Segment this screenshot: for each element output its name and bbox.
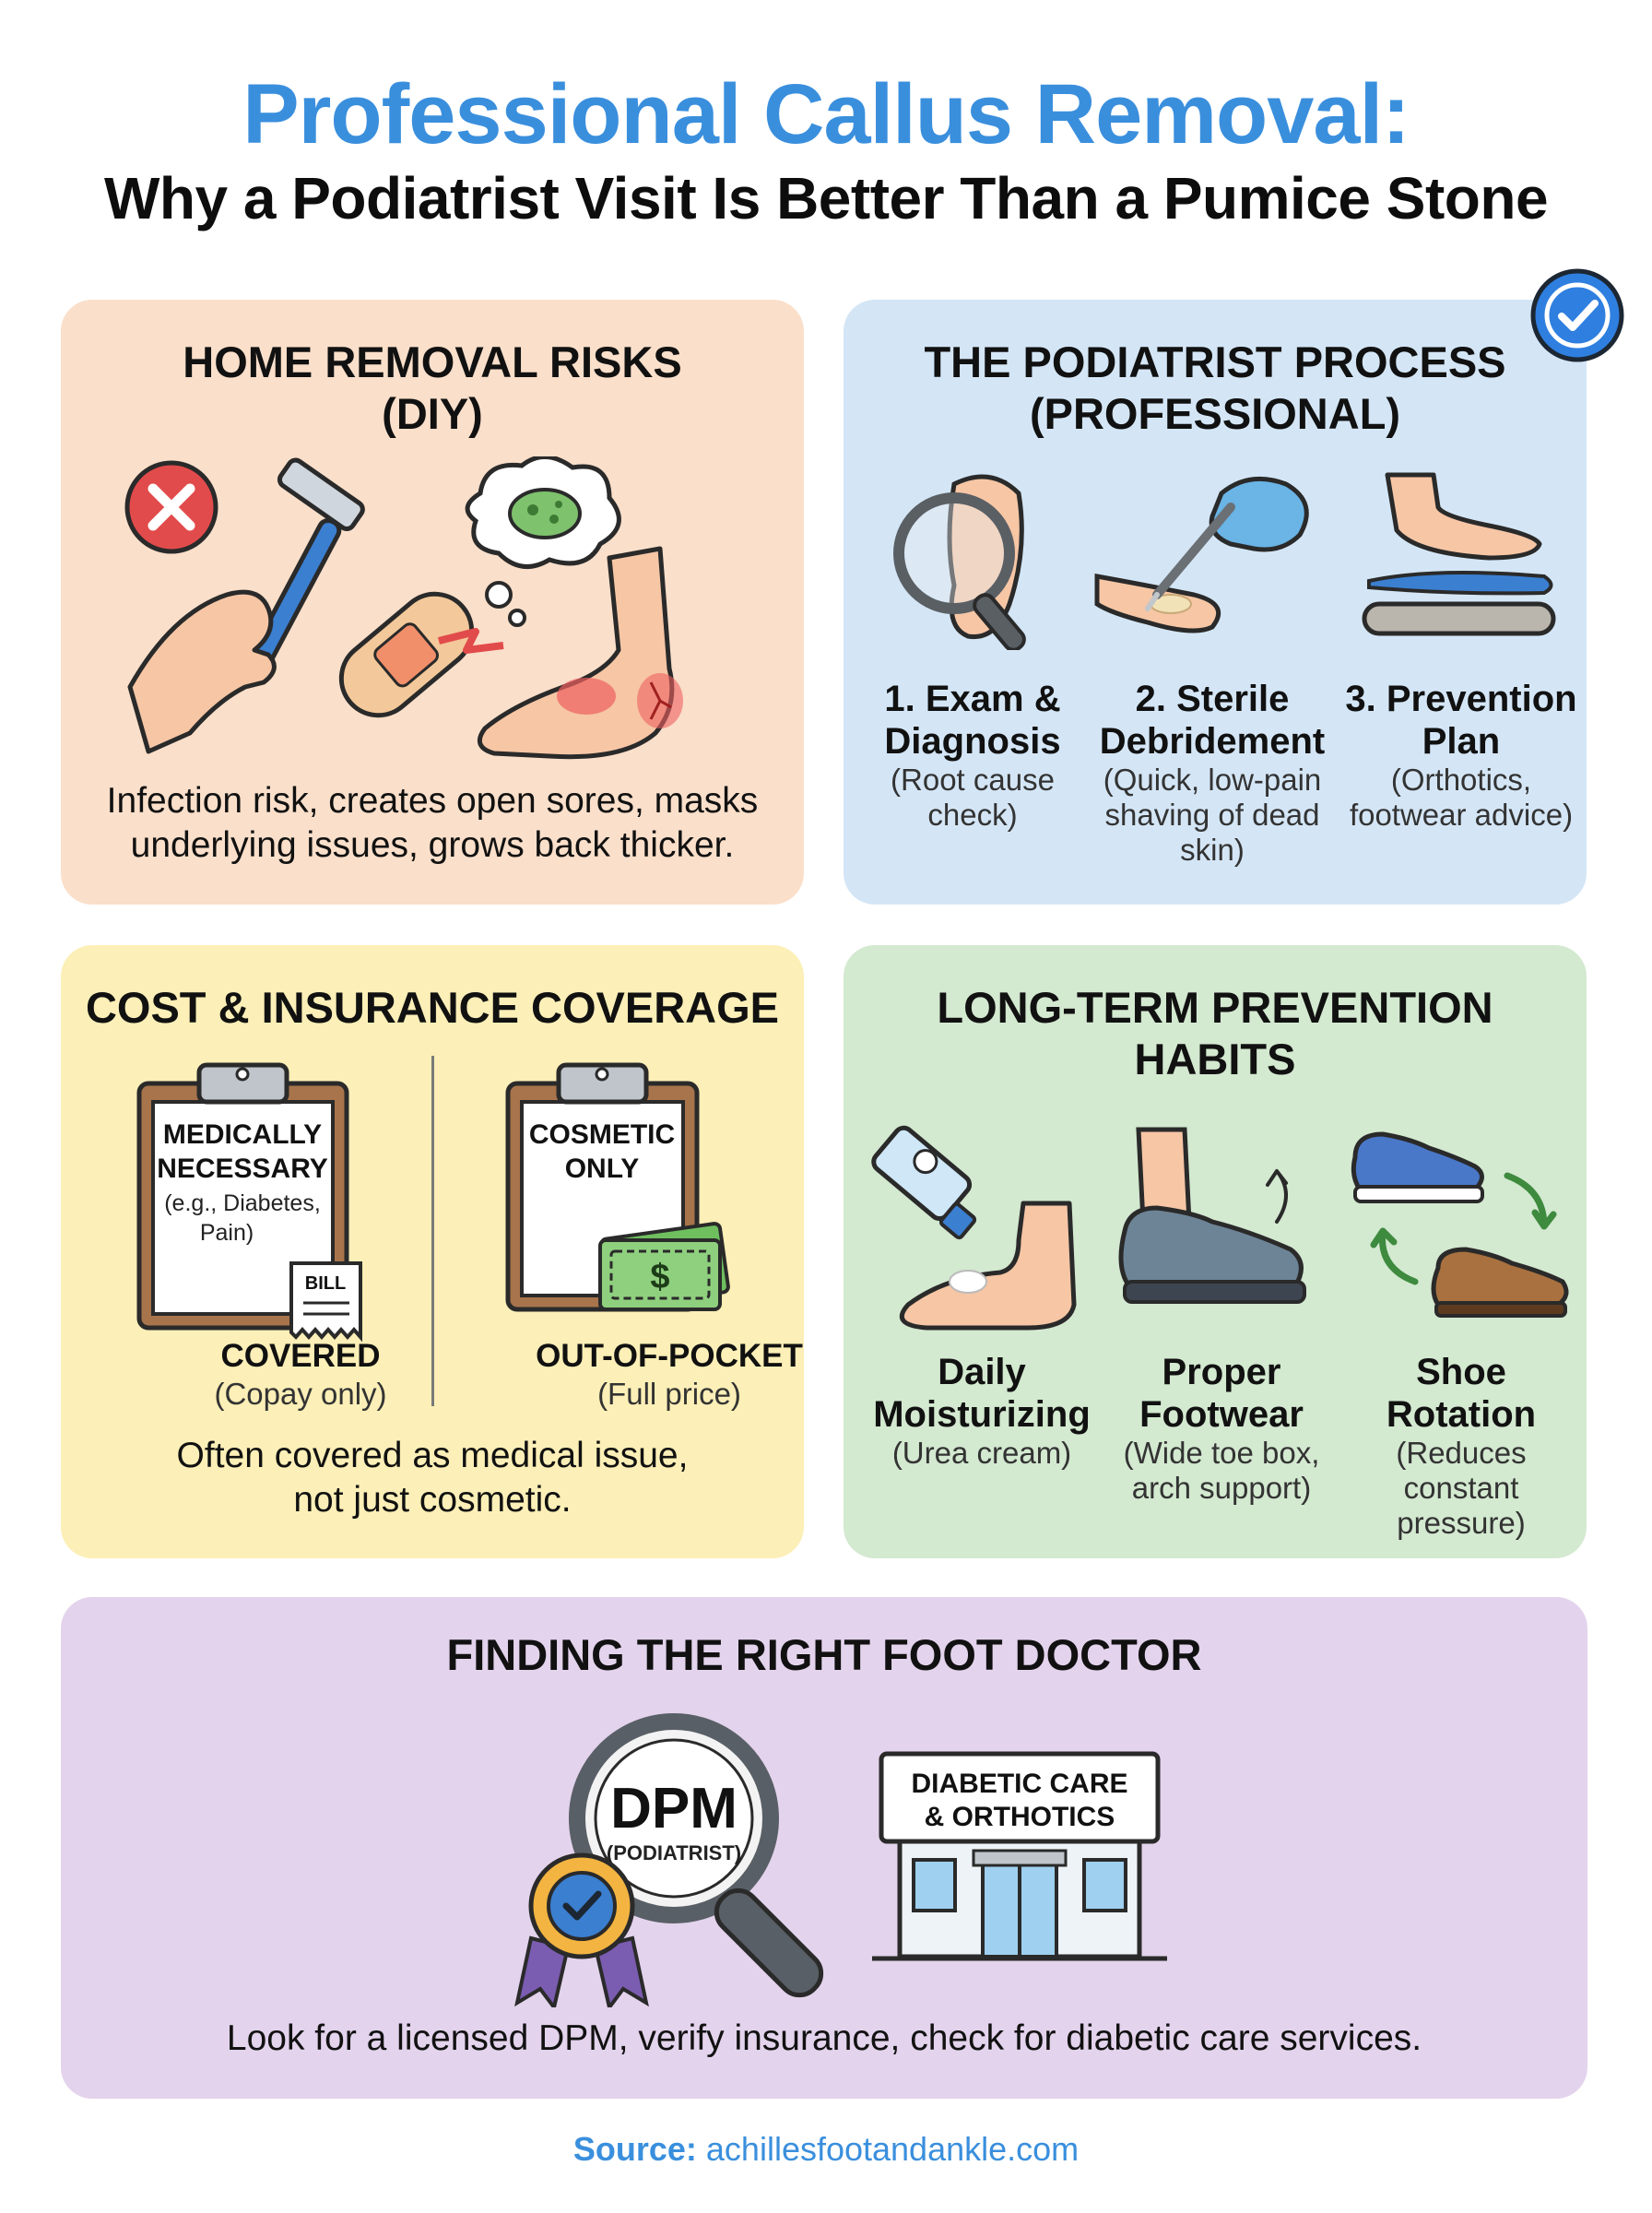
money-bill-icon: $ — [598, 1222, 730, 1311]
cosmetic-line-1: COSMETIC — [529, 1119, 675, 1150]
process-heading: THE PODIATRIST PROCESS (PROFESSIONAL) — [924, 337, 1506, 438]
cost-insurance-panel: COST & INSURANCE COVERAGE MEDICALLY NECE… — [61, 945, 804, 1558]
clinic-sign-line-2: & ORTHOTICS — [925, 1802, 1115, 1832]
out-of-pocket-label: OUT-OF-POCKET (Full price) — [536, 1338, 803, 1411]
svg-text:BILL: BILL — [305, 1273, 346, 1294]
process-step-prevention: 3. Prevention Plan (Orthotics, footwear … — [1345, 679, 1577, 832]
page-title: Professional Callus Removal: — [242, 67, 1410, 161]
prevention-heading: LONG-TERM PREVENTION HABITS — [937, 983, 1493, 1083]
process-step-exam: 1. Exam & Diagnosis (Root cause check) — [884, 679, 1061, 832]
foot-magnifier-icon — [893, 474, 1026, 650]
diy-risk-illustration — [124, 456, 683, 760]
award-ribbon-icon — [514, 1852, 649, 2007]
dpm-magnifier-icon: DPM (PODIATRIST) — [514, 1713, 824, 2007]
checkmark-badge-icon — [1530, 268, 1624, 362]
red-x-icon — [124, 460, 218, 554]
habit-footwear: Proper Footwear (Wide toe box, arch supp… — [1123, 1352, 1320, 1505]
cost-heading: COST & INSURANCE COVERAGE — [85, 983, 780, 1032]
dpm-text: DPM — [610, 1777, 738, 1840]
finding-heading: FINDING THE RIGHT FOOT DOCTOR — [446, 1630, 1202, 1679]
proper-shoe-icon — [1118, 1127, 1306, 1304]
cosmetic-clipboard-icon: COSMETIC ONLY $ — [505, 1062, 730, 1312]
razor-icon — [242, 457, 365, 681]
clinic-sign-line-1: DIABETIC CARE — [911, 1769, 1127, 1799]
source-credit: Source: achillesfootandankle.com — [572, 2130, 1080, 2168]
clipboard-line-3: (e.g., Diabetes, — [164, 1190, 321, 1216]
home-risks-heading: HOME REMOVAL RISKS (DIY) — [183, 337, 682, 438]
clipboard-line-2: NECESSARY — [157, 1154, 328, 1184]
home-risks-description: Infection risk, creates open sores, mask… — [106, 781, 759, 865]
svg-text:$: $ — [650, 1258, 669, 1296]
process-step-debridement: 2. Sterile Debridement (Quick, low-pain … — [1099, 679, 1326, 867]
covered-label: COVERED (Copay only) — [214, 1338, 387, 1411]
clipboard-line-1: MEDICALLY — [163, 1119, 322, 1150]
medical-clipboard-icon: MEDICALLY NECESSARY (e.g., Diabetes, Pai… — [136, 1062, 362, 1343]
prevention-habits-panel: LONG-TERM PREVENTION HABITS Daily Moistu… — [844, 945, 1587, 1558]
finding-doctor-panel: FINDING THE RIGHT FOOT DOCTOR DPM (PODIA… — [61, 1597, 1587, 2099]
orthotic-insole-icon — [1362, 472, 1556, 636]
cost-description: Often covered as medical issue, not just… — [176, 1436, 689, 1520]
source-link[interactable]: achillesfootandankle.com — [705, 2130, 1080, 2168]
hand-icon — [127, 589, 277, 754]
cosmetic-line-2: ONLY — [565, 1154, 640, 1184]
home-removal-risks-panel: HOME REMOVAL RISKS (DIY) — [61, 300, 804, 905]
habit-shoe-rotation: Shoe Rotation (Reduces constant pressure… — [1386, 1352, 1537, 1540]
shoe-rotation-icon — [1351, 1131, 1569, 1318]
podiatrist-text: (PODIATRIST) — [607, 1841, 741, 1864]
finding-description: Look for a licensed DPM, verify insuranc… — [226, 2018, 1422, 2058]
habit-moisturizing: Daily Moisturizing (Urea cream) — [873, 1352, 1091, 1470]
pain-lightning-icon — [438, 628, 504, 654]
moisturizer-tube-icon — [871, 1125, 1077, 1331]
scalpel-debridement-icon — [1094, 476, 1309, 633]
clinic-building-icon: DIABETIC CARE & ORTHOTICS — [872, 1751, 1167, 1961]
podiatrist-process-panel: THE PODIATRIST PROCESS (PROFESSIONAL) 1.… — [844, 300, 1587, 905]
germ-thought-bubble-icon — [465, 456, 621, 627]
bill-receipt-icon: BILL — [289, 1261, 362, 1343]
cost-divider — [431, 1056, 434, 1406]
clipboard-line-4: Pain) — [200, 1220, 254, 1246]
page-subtitle: Why a Podiatrist Visit Is Better Than a … — [103, 165, 1549, 231]
injured-foot-icon — [477, 546, 683, 760]
bandage-icon — [338, 591, 475, 718]
